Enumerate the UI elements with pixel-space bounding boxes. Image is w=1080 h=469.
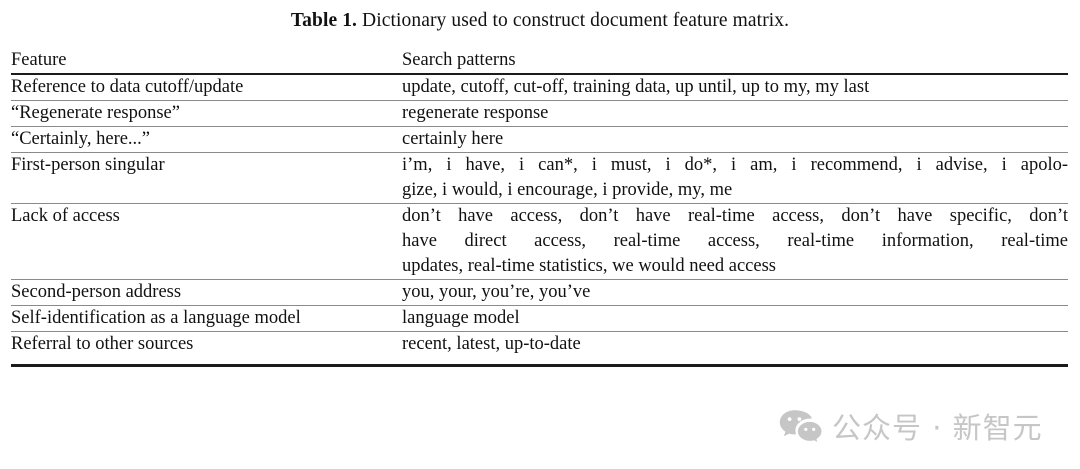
cell-feature: “Certainly, here...”: [11, 126, 402, 153]
cell-search-patterns: certainly here: [402, 126, 1068, 153]
cell-search-patterns: don’t have access, don’t have real-time …: [402, 203, 1068, 280]
pattern-line: gize, i would, i encourage, i provide, m…: [402, 180, 733, 200]
cell-feature: Referral to other sources: [11, 331, 402, 367]
table-container: Feature Search patterns Reference to dat…: [11, 48, 1068, 367]
cell-feature: Reference to data cutoff/update: [11, 74, 402, 101]
caption-label: Table 1.: [290, 10, 358, 31]
pattern-line: i’m, i have, i can*, i must, i do*, i am…: [402, 155, 1068, 175]
wechat-icon: [779, 409, 823, 447]
watermark: 公众号 · 新智元: [779, 404, 1069, 452]
cell-search-patterns: regenerate response: [402, 100, 1068, 127]
pattern-line: certainly here: [402, 129, 504, 149]
table-header: Feature Search patterns: [11, 48, 1068, 75]
cell-feature: “Regenerate response”: [11, 100, 402, 127]
pattern-line: have direct access, real-time access, re…: [402, 231, 1068, 251]
pattern-line: update, cutoff, cut-off, training data, …: [402, 77, 870, 97]
pattern-line: don’t have access, don’t have real-time …: [402, 206, 1068, 226]
pattern-line: regenerate response: [402, 103, 549, 123]
pattern-line: language model: [402, 308, 520, 328]
dictionary-table: Feature Search patterns Reference to dat…: [11, 48, 1068, 367]
cell-feature: Self-identification as a language model: [11, 305, 402, 332]
column-header-search-patterns: Search patterns: [402, 48, 1068, 75]
column-header-feature: Feature: [11, 48, 402, 75]
cell-feature: Second-person address: [11, 279, 402, 306]
cell-search-patterns: recent, latest, up-to-date: [402, 331, 1068, 367]
cell-feature: Lack of access: [11, 203, 402, 280]
cell-search-patterns: update, cutoff, cut-off, training data, …: [402, 74, 1068, 101]
cell-feature: First-person singular: [11, 152, 402, 204]
pattern-line: you, your, you’re, you’ve: [402, 282, 591, 302]
cell-search-patterns: you, your, you’re, you’ve: [402, 279, 1068, 306]
table-row: “Certainly, here...”certainly here: [11, 126, 1068, 153]
pattern-line: recent, latest, up-to-date: [402, 334, 581, 354]
table-caption: Table 1. Dictionary used to construct do…: [0, 8, 1080, 34]
caption-text: Dictionary used to construct document fe…: [357, 10, 790, 31]
watermark-text: 公众号 · 新智元: [832, 411, 1043, 445]
pattern-line: updates, real-time statistics, we would …: [402, 256, 776, 276]
cell-search-patterns: i’m, i have, i can*, i must, i do*, i am…: [402, 152, 1068, 204]
table-header-row: Feature Search patterns: [11, 48, 1068, 75]
cell-search-patterns: language model: [402, 305, 1068, 332]
table-row: “Regenerate response”regenerate response: [11, 100, 1068, 127]
